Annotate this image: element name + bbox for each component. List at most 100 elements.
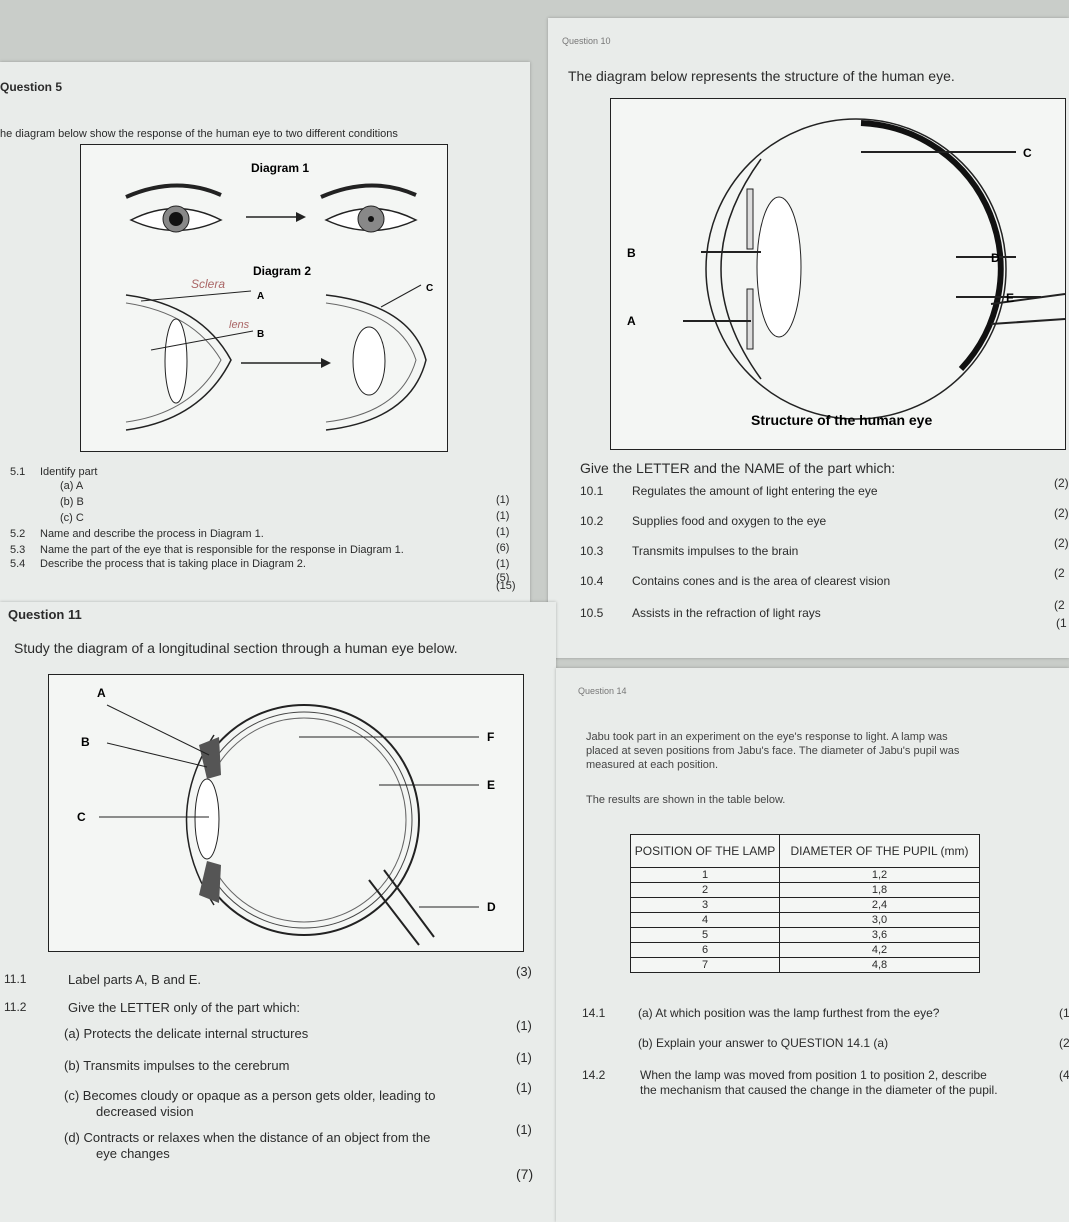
- mark-allocation: (6): [496, 542, 510, 554]
- q10-header-cut: Question 10: [562, 36, 611, 46]
- handwritten-lens: lens: [229, 319, 250, 331]
- q14-title: Question 14: [578, 686, 627, 696]
- position-cell: 7: [630, 957, 780, 973]
- label-d: D: [991, 251, 1000, 265]
- pointer-b: [106, 742, 208, 768]
- optic-nerve: [368, 869, 435, 946]
- choroid-left: [125, 302, 222, 423]
- q14-intro: Jabu took part in an experiment on the e…: [586, 730, 959, 772]
- ciliary-body-bottom: [199, 861, 221, 903]
- position-cell: 2: [630, 882, 780, 898]
- question-text: (a) Protects the delicate internal struc…: [64, 1026, 309, 1041]
- mark-allocation: (2): [1054, 536, 1069, 550]
- mark-allocation: (1: [1059, 1006, 1069, 1020]
- pointer-b: [150, 330, 254, 351]
- q14-results-line: The results are shown in the table below…: [586, 794, 786, 806]
- pupil-left-large: [169, 212, 183, 226]
- choroid-right: [325, 302, 417, 423]
- sclera-outer: [705, 118, 1007, 420]
- question-number: 11.1: [4, 972, 27, 986]
- header-position: POSITION OF THE LAMP: [630, 834, 780, 868]
- q14-intro-line-2: placed at seven positions from Jabu's fa…: [586, 745, 960, 757]
- mark-allocation: (1): [496, 558, 510, 570]
- question-5-sheet: Question 5 he diagram below show the res…: [0, 62, 530, 602]
- label-a: A: [257, 291, 264, 302]
- label-a: A: [627, 314, 636, 328]
- position-cell: 6: [630, 942, 780, 958]
- mark-allocation: (2: [1059, 1036, 1069, 1050]
- label-c: C: [1023, 146, 1032, 160]
- pointer-a: [140, 290, 252, 302]
- question-number: 10.3: [580, 544, 604, 558]
- question-text: Transmits impulses to the brain: [632, 544, 799, 558]
- choroid: [195, 711, 413, 929]
- question-text: (c) Becomes cloudy or opaque as a person…: [64, 1088, 436, 1103]
- lens-right-thick: [352, 326, 386, 396]
- diagram-2-label: Diagram 2: [253, 264, 311, 278]
- question-number: 5.1: [10, 466, 26, 478]
- diameter-cell: 1,8: [779, 882, 980, 898]
- choroid-thick: [860, 120, 1004, 372]
- question-10-sheet: Question 10 The diagram below represents…: [548, 18, 1069, 658]
- q11-intro: Study the diagram of a longitudinal sect…: [14, 640, 458, 656]
- q10-total: (1: [1056, 616, 1067, 630]
- question-text: (b) B: [60, 496, 84, 508]
- q10-eye-diagram: C B D E A Structure of the human eye: [627, 118, 1066, 428]
- label-b: B: [257, 329, 264, 340]
- label-f: F: [487, 730, 494, 744]
- label-d: D: [487, 900, 496, 914]
- question-number: 10.4: [580, 574, 604, 588]
- question-number: 14.1: [582, 1006, 606, 1020]
- diagram-1-label: Diagram 1: [251, 161, 309, 175]
- question-text: (c) C: [60, 512, 84, 524]
- label-a: A: [97, 686, 106, 700]
- mark-allocation: (2): [1054, 476, 1069, 490]
- mark-allocation: (1): [516, 1122, 532, 1137]
- q10-instruction: Give the LETTER and the NAME of the part…: [580, 460, 896, 476]
- lens: [756, 196, 802, 338]
- lens: [194, 778, 220, 860]
- position-cell: 3: [630, 897, 780, 913]
- position-cell: 5: [630, 927, 780, 943]
- pupil-right-small: [368, 216, 374, 222]
- diameter-cell: 4,2: [779, 942, 980, 958]
- question-number: 11.2: [4, 1000, 27, 1014]
- mark-allocation: (3): [516, 964, 532, 979]
- eyebrow-left: [125, 183, 222, 199]
- mark-allocation: (2: [1054, 598, 1065, 612]
- mark-allocation: (1): [496, 526, 510, 538]
- diameter-cell: 2,4: [779, 897, 980, 913]
- mark-allocation: (4: [1059, 1068, 1069, 1082]
- pointer-c: [380, 284, 422, 308]
- question-text-continued: the mechanism that caused the change in …: [640, 1083, 998, 1097]
- label-b: B: [627, 246, 636, 260]
- question-number: 5.3: [10, 544, 26, 556]
- question-text: Contains cones and is the area of cleare…: [632, 574, 891, 588]
- lens-left-thin: [164, 318, 188, 404]
- results-table: POSITION OF THE LAMP DIAMETER OF THE PUP…: [630, 834, 980, 973]
- question-number: 14.2: [582, 1068, 606, 1082]
- mark-allocation: (5): [496, 572, 510, 584]
- diameter-cell: 4,8: [779, 957, 980, 973]
- diameter-cell: 3,6: [779, 927, 980, 943]
- question-text: (a) At which position was the lamp furth…: [638, 1006, 940, 1020]
- cornea: [720, 158, 762, 380]
- question-number: 10.1: [580, 484, 604, 498]
- question-text: Describe the process that is taking plac…: [40, 558, 306, 570]
- mark-allocation: (2: [1054, 566, 1065, 580]
- q5-intro: he diagram below show the response of th…: [0, 128, 398, 140]
- label-e: E: [1006, 291, 1014, 305]
- iris-top: [746, 188, 754, 250]
- diagram-caption: Structure of the human eye: [751, 412, 932, 428]
- position-cell: 1: [630, 867, 780, 883]
- q5-diagram-frame: Diagram 1 Diagram 2 Sclera lens A B C: [80, 144, 448, 452]
- header-diameter: DIAMETER OF THE PUPIL (mm): [779, 834, 980, 868]
- iris-bottom: [746, 288, 754, 350]
- question-text: (d) Contracts or relaxes when the distan…: [64, 1130, 431, 1145]
- question-text: Name and describe the process in Diagram…: [40, 528, 264, 540]
